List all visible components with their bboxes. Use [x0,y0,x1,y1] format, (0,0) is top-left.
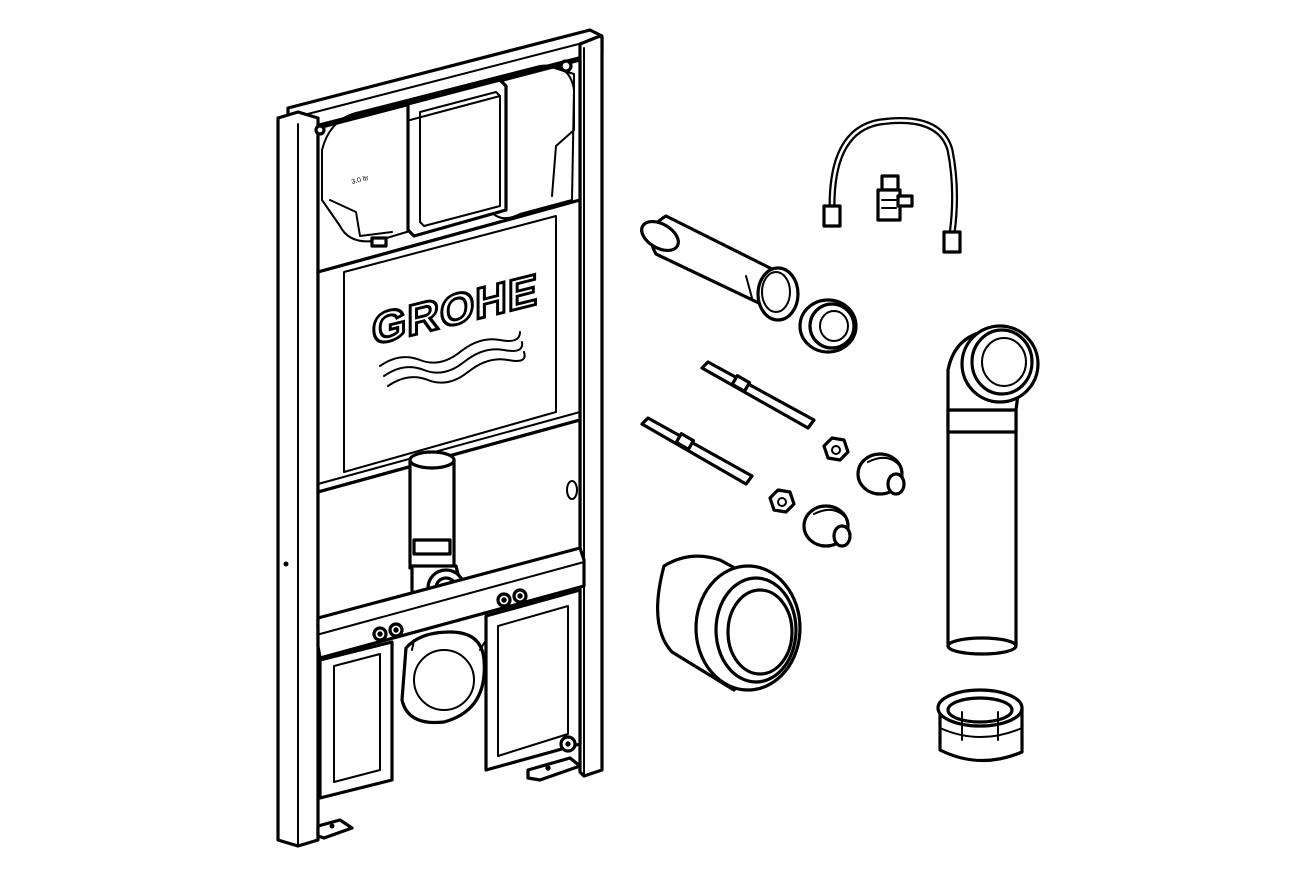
wc-connector-sleeve [656,554,802,692]
flexible-hose-with-valve [822,117,962,254]
tank-mark-label: 3.0 ltr [351,175,370,186]
frame-lower-left-box [318,640,394,800]
bracket-nut-left [370,236,388,248]
cistern-body [321,64,575,243]
waste-clamp [400,630,487,725]
hose-nut-left [822,204,842,228]
hose-nut-right [942,230,962,254]
socket-sleeve [936,688,1024,763]
frame-screw-top-left [314,124,326,136]
hex-nut-upper [822,436,850,462]
brace-bolt-holes [372,588,528,642]
frame-right-upright [578,34,604,778]
connector-pipe [640,214,800,322]
grohe-logo-waves [379,331,526,387]
cover-cap-lower [802,504,852,548]
connector-ring [798,298,858,354]
frame-screw-top-right [559,59,573,73]
fixing-rod-lower [640,416,754,486]
frame-foot-right [526,756,582,782]
flush-valve-box [406,78,508,238]
frame-foot-left [316,818,354,840]
mounting-frame: 3.0 ltr GROHE [276,28,604,848]
fixing-rod-upper [700,360,816,430]
frame-lower-right-box [484,588,582,772]
bend-drain-pipe [946,324,1040,656]
cover-cap-upper [856,452,906,496]
hex-nut-lower [768,488,796,514]
